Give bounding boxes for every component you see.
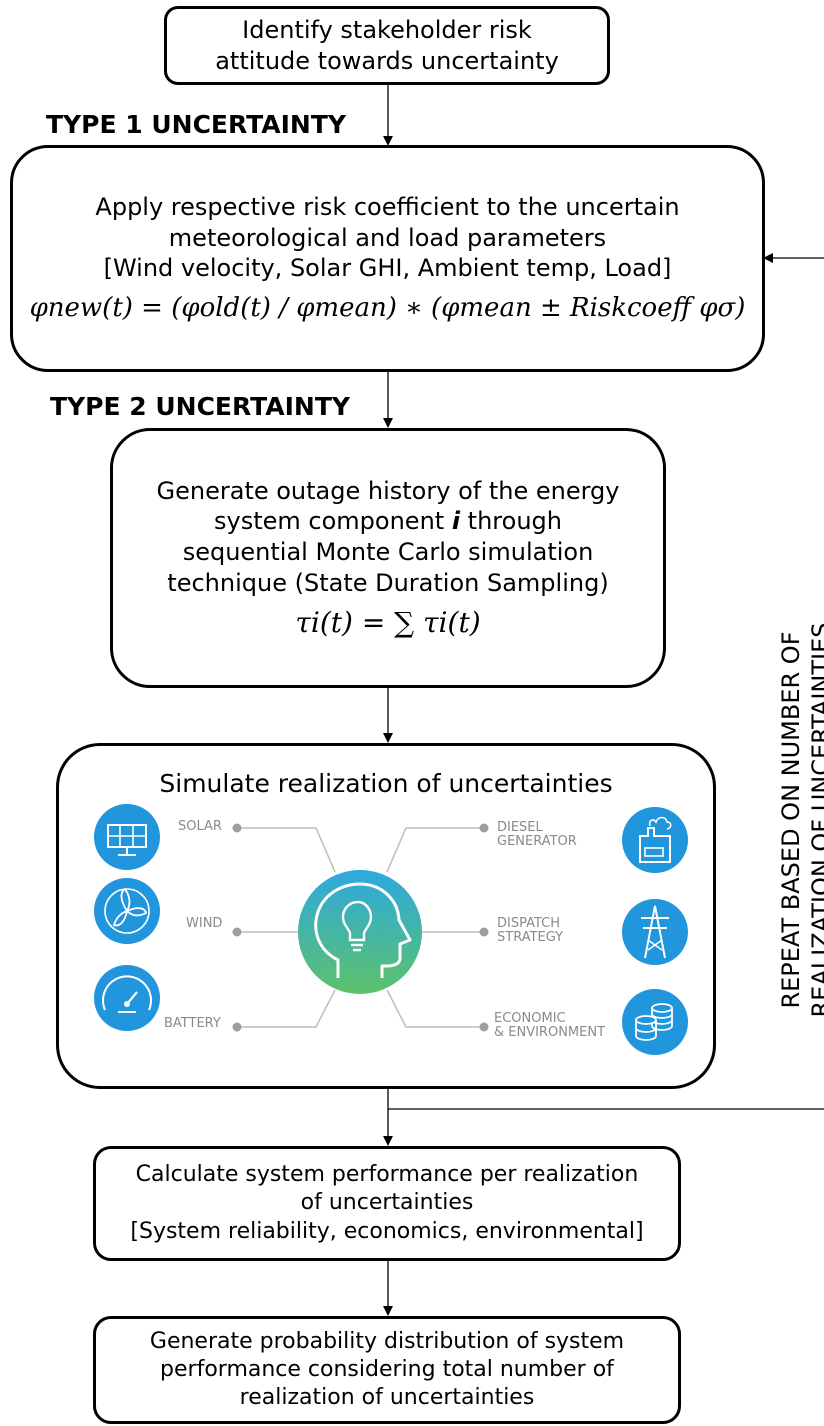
system-performance-box: Calculate system performance per realiza… (93, 1146, 681, 1261)
type2-uncertainty-label: TYPE 2 UNCERTAINTY (50, 392, 350, 421)
head-lightbulb-icon (298, 870, 422, 994)
dispatch-dot (479, 927, 489, 937)
outage-formula: τi(t) = ∑ τi(t) (295, 605, 481, 639)
box3-line-1: Generate outage history of the energy (156, 476, 620, 505)
box5-line-2: of uncertainties (300, 1190, 474, 1216)
factory-icon (622, 807, 688, 873)
solar-label: SOLAR (178, 819, 222, 834)
battery-label: BATTERY (164, 1016, 221, 1031)
component-variable: i (451, 507, 461, 536)
economic-environment-label: ECONOMIC& ENVIRONMENT (494, 1011, 606, 1040)
transmission-tower-icon (622, 899, 688, 965)
solar-panel-icon (94, 804, 160, 870)
probability-distribution-box: Generate probability distribution of sys… (93, 1316, 681, 1424)
economic-connector (386, 989, 484, 1028)
stakeholder-risk-box: Identify stakeholder risk attitude towar… (164, 6, 610, 85)
box2-line-3: [Wind velocity, Solar GHI, Ambient temp,… (103, 254, 672, 283)
box2-line-2: meteorological and load parameters (168, 223, 607, 252)
box6-line-3: realization of uncertainties (239, 1385, 535, 1411)
wind-turbine-icon (94, 878, 160, 944)
repeat-label-line-1: REPEAT BASED ON NUMBER OF (777, 631, 805, 1009)
battery-connector (237, 989, 336, 1028)
coins-stack-icon (622, 989, 688, 1055)
outage-history-box: Generate outage history of the energy sy… (110, 428, 666, 688)
box3-line-2: system component i through (214, 507, 562, 536)
box2-line-1: Apply respective risk coefficient to the… (95, 192, 680, 221)
box3-line-4: technique (State Duration Sampling) (167, 568, 609, 597)
gauge-icon (94, 965, 160, 1031)
box3-line-3: sequential Monte Carlo simulation (182, 538, 594, 567)
box1-line-2: attitude towards uncertainty (215, 46, 559, 75)
risk-coefficient-box: Apply respective risk coefficient to the… (10, 145, 765, 372)
wind-label: WIND (186, 916, 223, 931)
diesel-dot (479, 823, 489, 833)
solar-connector (237, 827, 336, 873)
box5-line-1: Calculate system performance per realiza… (135, 1162, 639, 1188)
box5-line-3: [System reliability, economics, environm… (130, 1218, 644, 1244)
economic-dot (479, 1022, 489, 1032)
simulation-title: Simulate realization of uncertainties (159, 769, 613, 798)
battery-dot (232, 1022, 242, 1032)
repeat-loop-label: REPEAT BASED ON NUMBER OF REALIZATION OF… (776, 540, 824, 1100)
risk-coefficient-formula: φnew(t) = (φold(t) / φmean) ∗ (φmean ± R… (29, 292, 746, 323)
box6-line-1: Generate probability distribution of sys… (149, 1328, 625, 1354)
repeat-label-line-2: REALIZATION OF UNCERTAINTIES (807, 622, 824, 1018)
wind-dot (232, 927, 242, 937)
box6-line-2: performance considering total number of (160, 1356, 614, 1382)
solar-dot (232, 823, 242, 833)
box1-line-1: Identify stakeholder risk (242, 15, 532, 44)
type1-uncertainty-label: TYPE 1 UNCERTAINTY (46, 110, 346, 139)
diesel-connector (386, 827, 484, 873)
